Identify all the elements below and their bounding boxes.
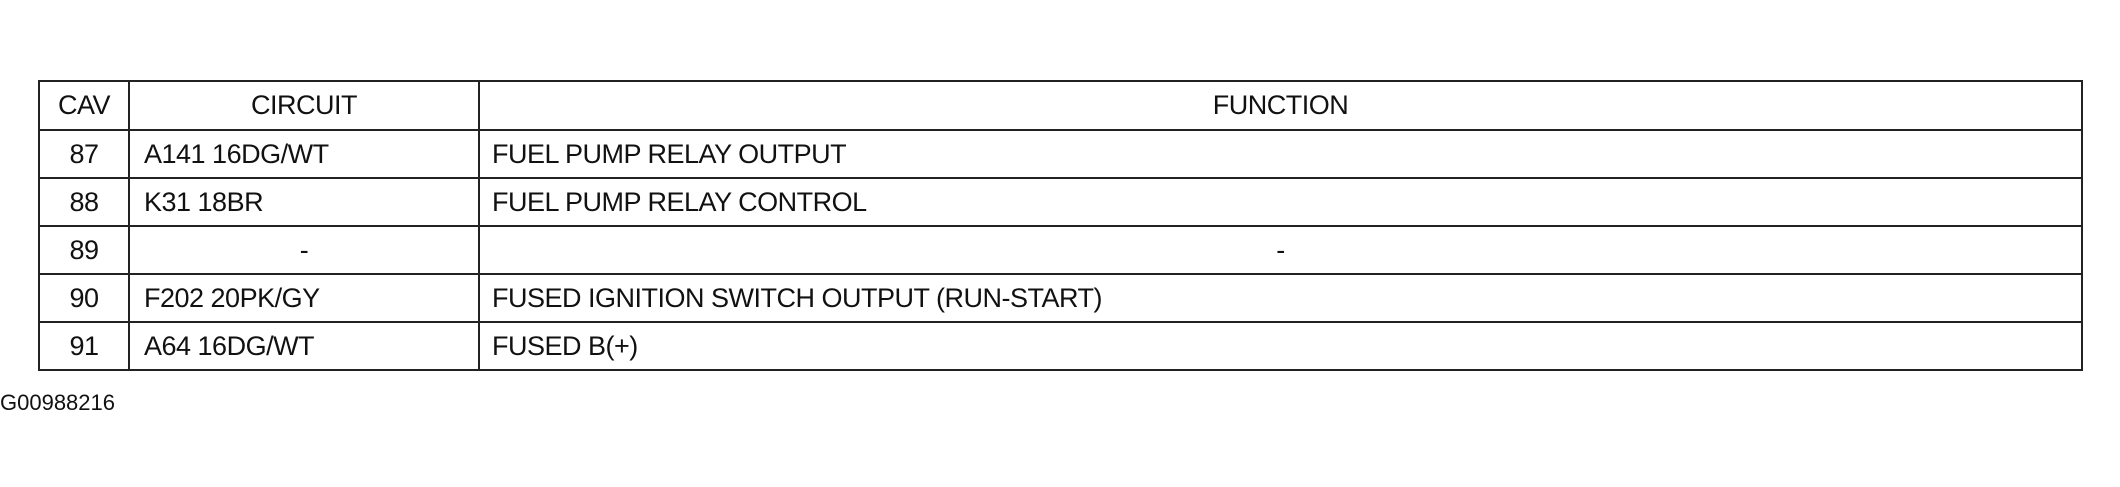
function-cell: FUSED IGNITION SWITCH OUTPUT (RUN-START)	[478, 273, 2083, 323]
function-cell: FUSED B(+)	[478, 321, 2083, 371]
cav-cell: 87	[38, 129, 130, 179]
circuit-cell: A64 16DG/WT	[128, 321, 480, 371]
header-cav: CAV	[38, 80, 130, 131]
header-function: FUNCTION	[478, 80, 2083, 131]
table-row: 89 - -	[38, 225, 2083, 275]
table-row: 87 A141 16DG/WT FUEL PUMP RELAY OUTPUT	[38, 129, 2083, 179]
circuit-cell: F202 20PK/GY	[128, 273, 480, 323]
table-row: 90 F202 20PK/GY FUSED IGNITION SWITCH OU…	[38, 273, 2083, 323]
header-circuit: CIRCUIT	[128, 80, 480, 131]
cav-cell: 89	[38, 225, 130, 275]
function-cell: FUEL PUMP RELAY OUTPUT	[478, 129, 2083, 179]
cav-cell: 91	[38, 321, 130, 371]
connector-pinout-table: CAV CIRCUIT FUNCTION 87 A141 16DG/WT FUE…	[38, 80, 2083, 371]
table-row: 91 A64 16DG/WT FUSED B(+)	[38, 321, 2083, 371]
circuit-cell: -	[128, 225, 480, 275]
circuit-cell: K31 18BR	[128, 177, 480, 227]
table-header-row: CAV CIRCUIT FUNCTION	[38, 80, 2083, 131]
figure-id-label: G00988216	[0, 390, 115, 415]
function-cell: -	[478, 225, 2083, 275]
circuit-cell: A141 16DG/WT	[128, 129, 480, 179]
cav-cell: 88	[38, 177, 130, 227]
function-cell: FUEL PUMP RELAY CONTROL	[478, 177, 2083, 227]
cav-cell: 90	[38, 273, 130, 323]
table-row: 88 K31 18BR FUEL PUMP RELAY CONTROL	[38, 177, 2083, 227]
